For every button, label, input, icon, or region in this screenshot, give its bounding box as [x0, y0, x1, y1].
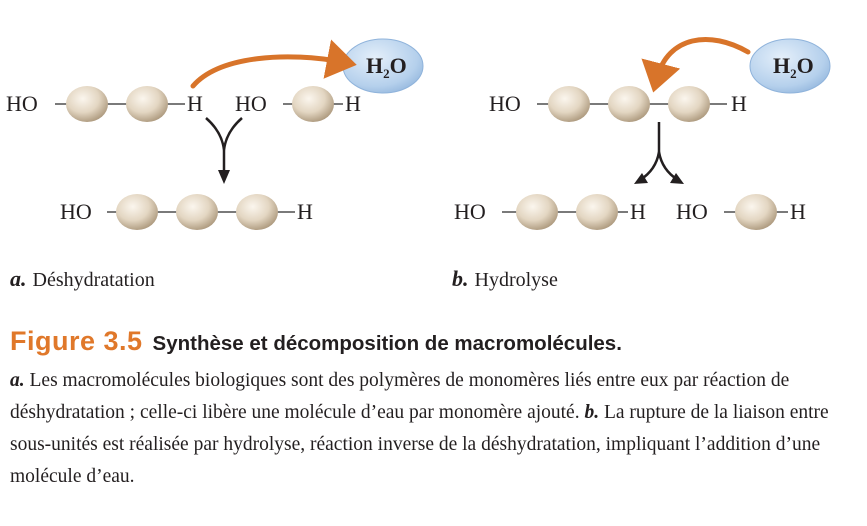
monomer-chain-b-product-1: HO H	[454, 194, 646, 230]
chain-left-end: HO	[235, 91, 267, 116]
split-arrow	[634, 122, 684, 184]
water-o: O	[390, 53, 407, 78]
caption-part-b-letter: b.	[584, 402, 600, 423]
figure-number: Figure 3.5	[10, 326, 143, 356]
caption-part-b-text: La rupture de la liaison entre sous-unit…	[10, 402, 829, 487]
monomer-bead	[576, 194, 618, 230]
chain-right-end: H	[297, 199, 313, 224]
chain-left-end: HO	[676, 199, 708, 224]
monomer-chain-b-top: HO H	[489, 86, 747, 122]
chain-right-end: H	[731, 91, 747, 116]
figure-caption: Figure 3.5 Synthèse et décomposition de m…	[10, 326, 860, 493]
water-molecule-a: H2O	[342, 38, 424, 94]
chain-left-end: HO	[454, 199, 486, 224]
water-sub: 2	[383, 66, 390, 81]
merge-arrow	[205, 117, 243, 184]
water-o: O	[797, 53, 814, 78]
water-h: H	[366, 53, 383, 78]
panel-letter-a: a.	[10, 266, 27, 291]
monomer-bead	[292, 86, 334, 122]
monomer-bead	[66, 86, 108, 122]
chain-left-end: HO	[6, 91, 38, 116]
monomer-chain-b-product-2: HO H	[676, 194, 806, 230]
panel-letter-b: b.	[452, 266, 469, 291]
chain-right-end: H	[790, 199, 806, 224]
panel-a-diagram: HO H HO H H2O	[6, 38, 424, 230]
water-release-arrow	[190, 39, 357, 89]
water-h: H	[773, 53, 790, 78]
monomer-bead	[548, 86, 590, 122]
monomer-chain-a-top-2: HO H	[235, 86, 361, 122]
panel-name-b: Hydrolyse	[474, 269, 558, 291]
caption-part-a-text: Les macromolécules biologiques sont des …	[10, 370, 790, 423]
monomer-bead	[516, 194, 558, 230]
chain-right-end: H	[187, 91, 203, 116]
monomer-bead	[608, 86, 650, 122]
monomer-chain-a-top-1: HO H	[6, 86, 203, 122]
monomer-bead	[668, 86, 710, 122]
monomer-bead	[176, 194, 218, 230]
water-molecule-b: H2O	[749, 38, 831, 94]
panel-label-b: b.Hydrolyse	[452, 266, 558, 292]
monomer-bead	[236, 194, 278, 230]
panel-label-a: a.Déshydratation	[10, 266, 155, 292]
svg-text:H2O: H2O	[366, 53, 407, 81]
panel-name-a: Déshydratation	[32, 269, 155, 291]
chain-left-end: HO	[60, 199, 92, 224]
caption-part-a-letter: a.	[10, 370, 25, 391]
chain-left-end: HO	[489, 91, 521, 116]
figure-body: a. Les macromolécules biologiques sont d…	[10, 365, 860, 493]
figure-title: Synthèse et décomposition de macromolécu…	[152, 332, 622, 355]
chain-right-end: H	[345, 91, 361, 116]
figure-title-line: Figure 3.5 Synthèse et décomposition de m…	[10, 326, 860, 357]
water-addition-arrow	[641, 37, 751, 93]
panel-b-diagram: H2O HO H HO	[454, 37, 831, 230]
chain-right-end: H	[630, 199, 646, 224]
svg-text:H2O: H2O	[773, 53, 814, 81]
monomer-bead	[735, 194, 777, 230]
water-sub: 2	[790, 66, 797, 81]
monomer-chain-a-product: HO H	[60, 194, 313, 230]
monomer-bead	[126, 86, 168, 122]
monomer-bead	[116, 194, 158, 230]
reaction-diagram: HO H HO H H2O	[6, 37, 831, 230]
